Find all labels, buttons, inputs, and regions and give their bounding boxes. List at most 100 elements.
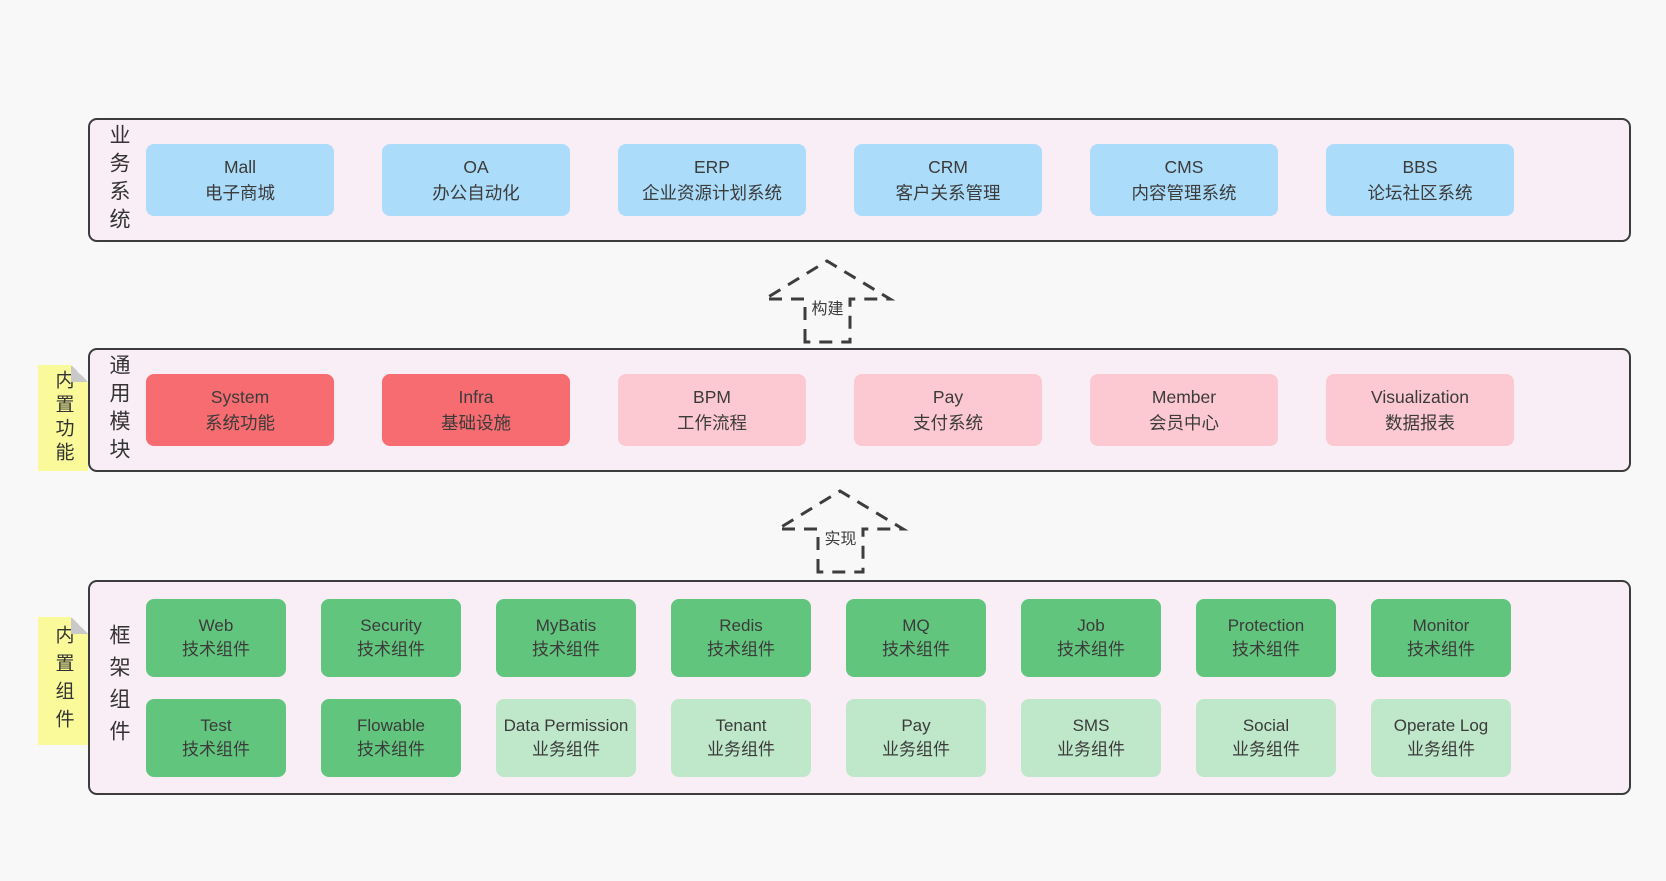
dashed-up-arrow-icon [760,259,895,344]
box-sms: SMS 业务组件 [1021,698,1161,777]
box-name: MQ [902,615,930,635]
box-subtitle: 支付系统 [913,413,983,433]
box-mall: Mall 电子商城 [146,144,334,216]
box-name: Web [198,615,234,635]
sticky-note-builtin-features: 内置功能 [38,365,88,471]
band-common-modules-label: 通用模块 [107,354,130,466]
box-security: Security 技术组件 [321,598,461,677]
box-monitor: Monitor 技术组件 [1371,598,1511,677]
box-name: CMS [1164,157,1204,177]
box-name: BPM [693,387,731,407]
box-subtitle: 企业资源计划系统 [642,183,782,203]
box-pay-module: Pay 支付系统 [854,374,1042,446]
folded-corner [71,617,88,634]
sticky-note-label: 内置组件 [52,625,74,737]
box-subtitle: 系统功能 [205,413,275,433]
box-name: OA [463,157,489,177]
box-subtitle: 技术组件 [707,639,775,659]
box-name: MyBatis [535,615,597,635]
box-name: Test [200,715,232,735]
box-name: Infra [458,387,494,407]
box-subtitle: 业务组件 [1232,739,1300,759]
box-name: SMS [1072,715,1110,735]
box-subtitle: 业务组件 [532,739,600,759]
box-subtitle: 技术组件 [182,639,250,659]
box-name: Job [1077,615,1105,635]
box-subtitle: 业务组件 [1407,739,1475,759]
box-name: Mall [223,157,257,177]
implement-arrow-label: 实现 [820,529,861,551]
box-subtitle: 业务组件 [882,739,950,759]
box-name: Flowable [356,715,426,735]
box-infra: Infra 基础设施 [382,374,570,446]
box-mybatis: MyBatis 技术组件 [496,598,636,677]
box-bbs: BBS 论坛社区系统 [1326,144,1514,216]
box-name: ERP [694,157,730,177]
box-name: Pay [901,715,931,735]
implement-arrow: 实现 [773,487,908,575]
box-visualization: Visualization 数据报表 [1326,374,1514,446]
box-subtitle: 技术组件 [532,639,600,659]
box-protection: Protection 技术组件 [1196,598,1336,677]
box-subtitle: 客户关系管理 [895,183,1001,203]
box-data-permission: Data Permission 业务组件 [496,698,636,777]
sticky-note-label: 内置功能 [52,370,74,466]
folded-corner [71,365,88,382]
box-name: Redis [719,615,763,635]
box-subtitle: 数据报表 [1385,413,1455,433]
box-subtitle: 业务组件 [707,739,775,759]
box-name: Social [1242,715,1290,735]
box-name: System [210,387,270,407]
common-modules-boxes: System 系统功能 Infra 基础设施 BPM 工作流程 Pay 支付系统… [146,350,1514,470]
build-arrow-label: 构建 [807,299,848,321]
box-subtitle: 内容管理系统 [1131,183,1237,203]
box-subtitle: 基础设施 [441,413,511,433]
box-name: BBS [1402,157,1438,177]
band-common-modules: 通用模块 System 系统功能 Infra 基础设施 BPM 工作流程 Pay… [88,348,1631,472]
box-name: Protection [1227,615,1305,635]
box-subtitle: 技术组件 [357,739,425,759]
box-subtitle: 电子商城 [205,183,275,203]
box-tenant: Tenant 业务组件 [671,698,811,777]
box-name: Visualization [1371,387,1469,407]
box-pay-component: Pay 业务组件 [846,698,986,777]
box-crm: CRM 客户关系管理 [854,144,1042,216]
box-subtitle: 论坛社区系统 [1367,183,1473,203]
build-arrow: 构建 [760,257,895,345]
box-subtitle: 技术组件 [882,639,950,659]
box-subtitle: 会员中心 [1149,413,1219,433]
box-erp: ERP 企业资源计划系统 [618,144,806,216]
box-flowable: Flowable 技术组件 [321,698,461,777]
box-name: CRM [928,157,968,177]
box-cms: CMS 内容管理系统 [1090,144,1278,216]
box-name: Member [1151,387,1217,407]
box-subtitle: 技术组件 [1057,639,1125,659]
box-test: Test 技术组件 [146,698,286,777]
box-oa: OA 办公自动化 [382,144,570,216]
box-name: Data Permission [503,715,629,735]
box-subtitle: 技术组件 [1407,639,1475,659]
framework-components-rows: Web 技术组件 Security 技术组件 MyBatis 技术组件 Redi… [146,582,1511,793]
box-name: Pay [932,387,964,407]
box-subtitle: 办公自动化 [432,183,520,203]
framework-components-row-1: Web 技术组件 Security 技术组件 MyBatis 技术组件 Redi… [146,598,1511,677]
box-web: Web 技术组件 [146,598,286,677]
box-job: Job 技术组件 [1021,598,1161,677]
box-name: Security [360,615,422,635]
band-business-systems: 业务系统 Mall 电子商城 OA 办公自动化 ERP 企业资源计划系统 CRM… [88,118,1631,242]
box-subtitle: 技术组件 [357,639,425,659]
band-business-systems-label: 业务系统 [107,124,130,236]
box-social: Social 业务组件 [1196,698,1336,777]
box-name: Monitor [1412,615,1470,635]
box-subtitle: 工作流程 [677,413,747,433]
band-framework-components-label: 框架组件 [107,623,130,752]
box-name: Operate Log [1393,715,1489,735]
box-bpm: BPM 工作流程 [618,374,806,446]
band-framework-components: 框架组件 Web 技术组件 Security 技术组件 MyBatis 技术组件… [88,580,1631,795]
box-member: Member 会员中心 [1090,374,1278,446]
box-subtitle: 技术组件 [182,739,250,759]
box-name: Tenant [715,715,767,735]
sticky-note-builtin-components: 内置组件 [38,617,88,745]
box-mq: MQ 技术组件 [846,598,986,677]
